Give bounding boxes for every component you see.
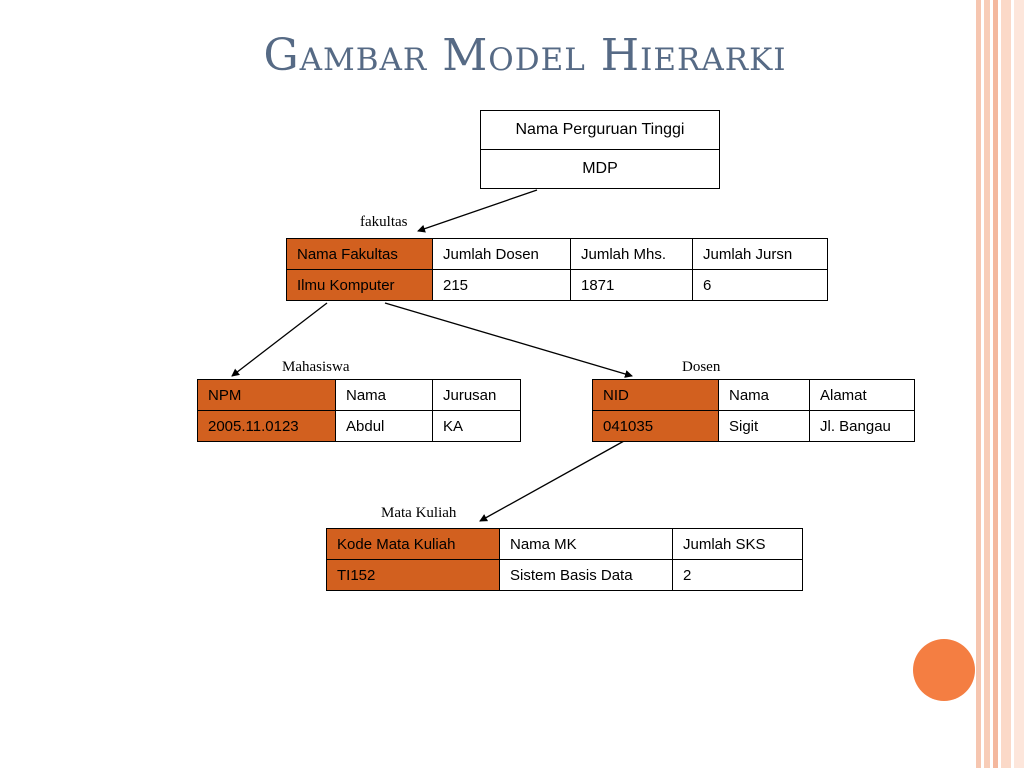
table-cell: NID [592,379,719,411]
table-row: NPM Nama Jurusan [197,379,521,411]
table-cell: Nama [335,379,433,411]
table-cell: Jumlah Jursn [692,238,828,270]
table-cell: Sistem Basis Data [499,559,673,591]
table-row: Kode Mata Kuliah Nama MK Jumlah SKS [326,528,803,560]
table-cell: Ilmu Komputer [286,269,433,301]
table-cell: Nama MK [499,528,673,560]
table-cell: Nama [718,379,810,411]
connector-root-fakultas [417,189,538,233]
dosen-table: NID Nama Alamat 041035 Sigit Jl. Bangau [592,379,915,442]
table-cell: Jumlah SKS [672,528,803,560]
table-cell: Nama Fakultas [286,238,433,270]
table-row: NID Nama Alamat [592,379,915,411]
decor-stripe [984,0,990,768]
table-cell: 215 [432,269,571,301]
table-cell: Jurusan [432,379,521,411]
decor-stripe [1014,0,1024,768]
table-row: TI152 Sistem Basis Data 2 [326,559,803,591]
table-row: 2005.11.0123 Abdul KA [197,410,521,442]
decor-stripe [993,0,998,768]
connector-dosen-matakuliah [479,440,625,522]
table-cell: 2 [672,559,803,591]
table-cell: Jl. Bangau [809,410,915,442]
table-cell: Sigit [718,410,810,442]
fakultas-label: fakultas [360,214,408,230]
table-cell: KA [432,410,521,442]
table-cell: 6 [692,269,828,301]
connector-fakultas-mahasiswa [231,302,328,377]
table-cell: Alamat [809,379,915,411]
table-cell: Abdul [335,410,433,442]
table-row: Ilmu Komputer 215 1871 6 [286,269,828,301]
table-cell: Kode Mata Kuliah [326,528,500,560]
matakuliah-table: Kode Mata Kuliah Nama MK Jumlah SKS TI15… [326,528,803,591]
root-table: Nama Perguruan Tinggi MDP [480,110,720,189]
slide-title: Gambar Model Hierarki [263,30,787,81]
connector-fakultas-dosen [384,302,633,378]
matakuliah-label: Mata Kuliah [381,505,457,521]
table-cell: 041035 [592,410,719,442]
table-cell: NPM [197,379,336,411]
table-cell: Jumlah Dosen [432,238,571,270]
fakultas-table: Nama Fakultas Jumlah Dosen Jumlah Mhs. J… [286,238,828,301]
decor-circle [913,639,975,701]
mahasiswa-table: NPM Nama Jurusan 2005.11.0123 Abdul KA [197,379,521,442]
decor-stripe [976,0,981,768]
table-cell: Jumlah Mhs. [570,238,693,270]
table-cell: 2005.11.0123 [197,410,336,442]
mahasiswa-label: Mahasiswa [282,359,350,375]
table-cell: 1871 [570,269,693,301]
table-row: 041035 Sigit Jl. Bangau [592,410,915,442]
root-header: Nama Perguruan Tinggi [480,110,720,150]
dosen-label: Dosen [682,359,721,375]
root-value: MDP [480,149,720,189]
decor-stripe [1001,0,1011,768]
table-row: Nama Fakultas Jumlah Dosen Jumlah Mhs. J… [286,238,828,270]
table-cell: TI152 [326,559,500,591]
